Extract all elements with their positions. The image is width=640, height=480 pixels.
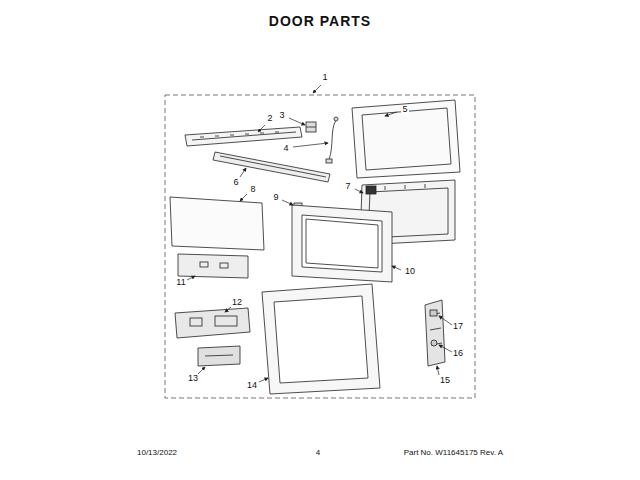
part-10-door-frame-stroke: [292, 205, 392, 282]
footer-text: 10/13/2022: [137, 449, 177, 458]
leader-lines-stroke: [439, 316, 452, 325]
callout-number: 14: [246, 381, 258, 391]
part-4-wire: [326, 117, 338, 163]
part-drawings: [170, 100, 460, 394]
page-title: DOOR PARTS: [269, 14, 371, 29]
part-11-panel-stroke: [200, 262, 208, 267]
part-8-glass-stroke: [170, 197, 264, 250]
leader-lines-stroke: [355, 189, 363, 193]
part-12-control-board-stroke: [215, 316, 237, 326]
part-13-keypad: [198, 346, 240, 366]
callout-number: 7: [344, 182, 351, 192]
leader-lines-stroke: [439, 345, 452, 352]
part-15-handle: [425, 300, 445, 366]
callout-number: 3: [278, 111, 285, 121]
part-10-door-frame: [292, 205, 392, 282]
callout-number: 11: [175, 278, 186, 288]
part-15-handle-stroke: [425, 300, 445, 366]
part-12-control-board-stroke: [175, 308, 250, 338]
part-5-frame-stroke: [362, 108, 451, 170]
footer-text: Part No. W11645175 Rev. A: [404, 449, 503, 458]
part-16-screw-stroke: [431, 340, 437, 346]
leader-lines-stroke: [258, 125, 265, 132]
leader-lines-stroke: [282, 200, 293, 205]
part-2-bar-stroke: [192, 132, 296, 140]
callout-number: 6: [232, 178, 239, 188]
part-12-control-board: [175, 308, 250, 338]
leader-lines: [187, 85, 452, 382]
leader-lines-stroke: [259, 378, 268, 382]
leader-lines-stroke: [289, 118, 305, 125]
part-4-wire-stroke: [329, 120, 336, 160]
part-14-door-trim-stroke: [262, 284, 380, 394]
part-11-panel-stroke: [220, 263, 228, 268]
callout-number: 4: [282, 144, 289, 154]
callout-number: 2: [266, 114, 273, 124]
part-4-wire-stroke: [326, 159, 332, 163]
leader-lines-stroke: [198, 367, 205, 374]
part-13-keypad-stroke: [205, 355, 233, 356]
callout-number: 1: [321, 73, 328, 83]
part-15-handle-stroke: [430, 313, 442, 345]
part-2-bar-stroke: [200, 132, 279, 137]
callout-number: 5: [401, 105, 408, 115]
part-6-bar-stroke: [220, 156, 326, 177]
part-3-clip: [306, 122, 316, 132]
part-17-latch: [430, 310, 437, 316]
leader-lines-stroke: [392, 266, 401, 270]
part-5-frame: [352, 100, 460, 178]
part-7-choke-stroke: [366, 186, 376, 194]
part-6-bar: [213, 152, 330, 182]
part-12-control-board-stroke: [190, 318, 202, 326]
part-17-latch-stroke: [430, 310, 437, 316]
callout-number: 15: [439, 376, 451, 386]
callout-number: 17: [452, 322, 464, 332]
part-14-door-trim-stroke: [274, 296, 368, 383]
part-16-screw: [431, 340, 437, 346]
callout-number: 12: [231, 298, 243, 308]
leader-lines-stroke: [187, 276, 195, 280]
part-3-clip-stroke: [306, 127, 316, 128]
callout-number: 8: [249, 185, 256, 195]
leader-lines-stroke: [240, 168, 246, 177]
leader-lines-stroke: [385, 112, 397, 116]
part-10-door-frame-stroke: [306, 219, 378, 268]
part-13-keypad-stroke: [198, 346, 240, 366]
callout-number: 9: [272, 193, 279, 203]
callout-number: 13: [187, 374, 199, 384]
leader-lines-stroke: [313, 85, 321, 93]
footer-text: 4: [316, 449, 320, 458]
assembly-boundary-stroke: [165, 95, 475, 398]
leader-lines-stroke: [437, 366, 439, 375]
callout-number: 10: [404, 267, 416, 277]
part-6-bar-stroke: [213, 152, 330, 182]
leader-lines-stroke: [293, 143, 328, 147]
leader-lines-stroke: [240, 194, 247, 201]
part-11-panel: [178, 254, 248, 278]
part-7-choke-stroke: [385, 184, 425, 190]
callout-number: 16: [452, 349, 464, 359]
assembly-boundary: [165, 95, 475, 398]
part-8-glass: [170, 197, 264, 250]
part-5-frame-stroke: [352, 100, 460, 178]
part-10-door-frame-stroke: [302, 215, 382, 272]
part-11-panel-stroke: [178, 254, 248, 278]
part-3-clip-stroke: [306, 122, 316, 132]
part-4-wire-stroke: [334, 117, 338, 121]
part-14-door-trim: [262, 284, 380, 394]
